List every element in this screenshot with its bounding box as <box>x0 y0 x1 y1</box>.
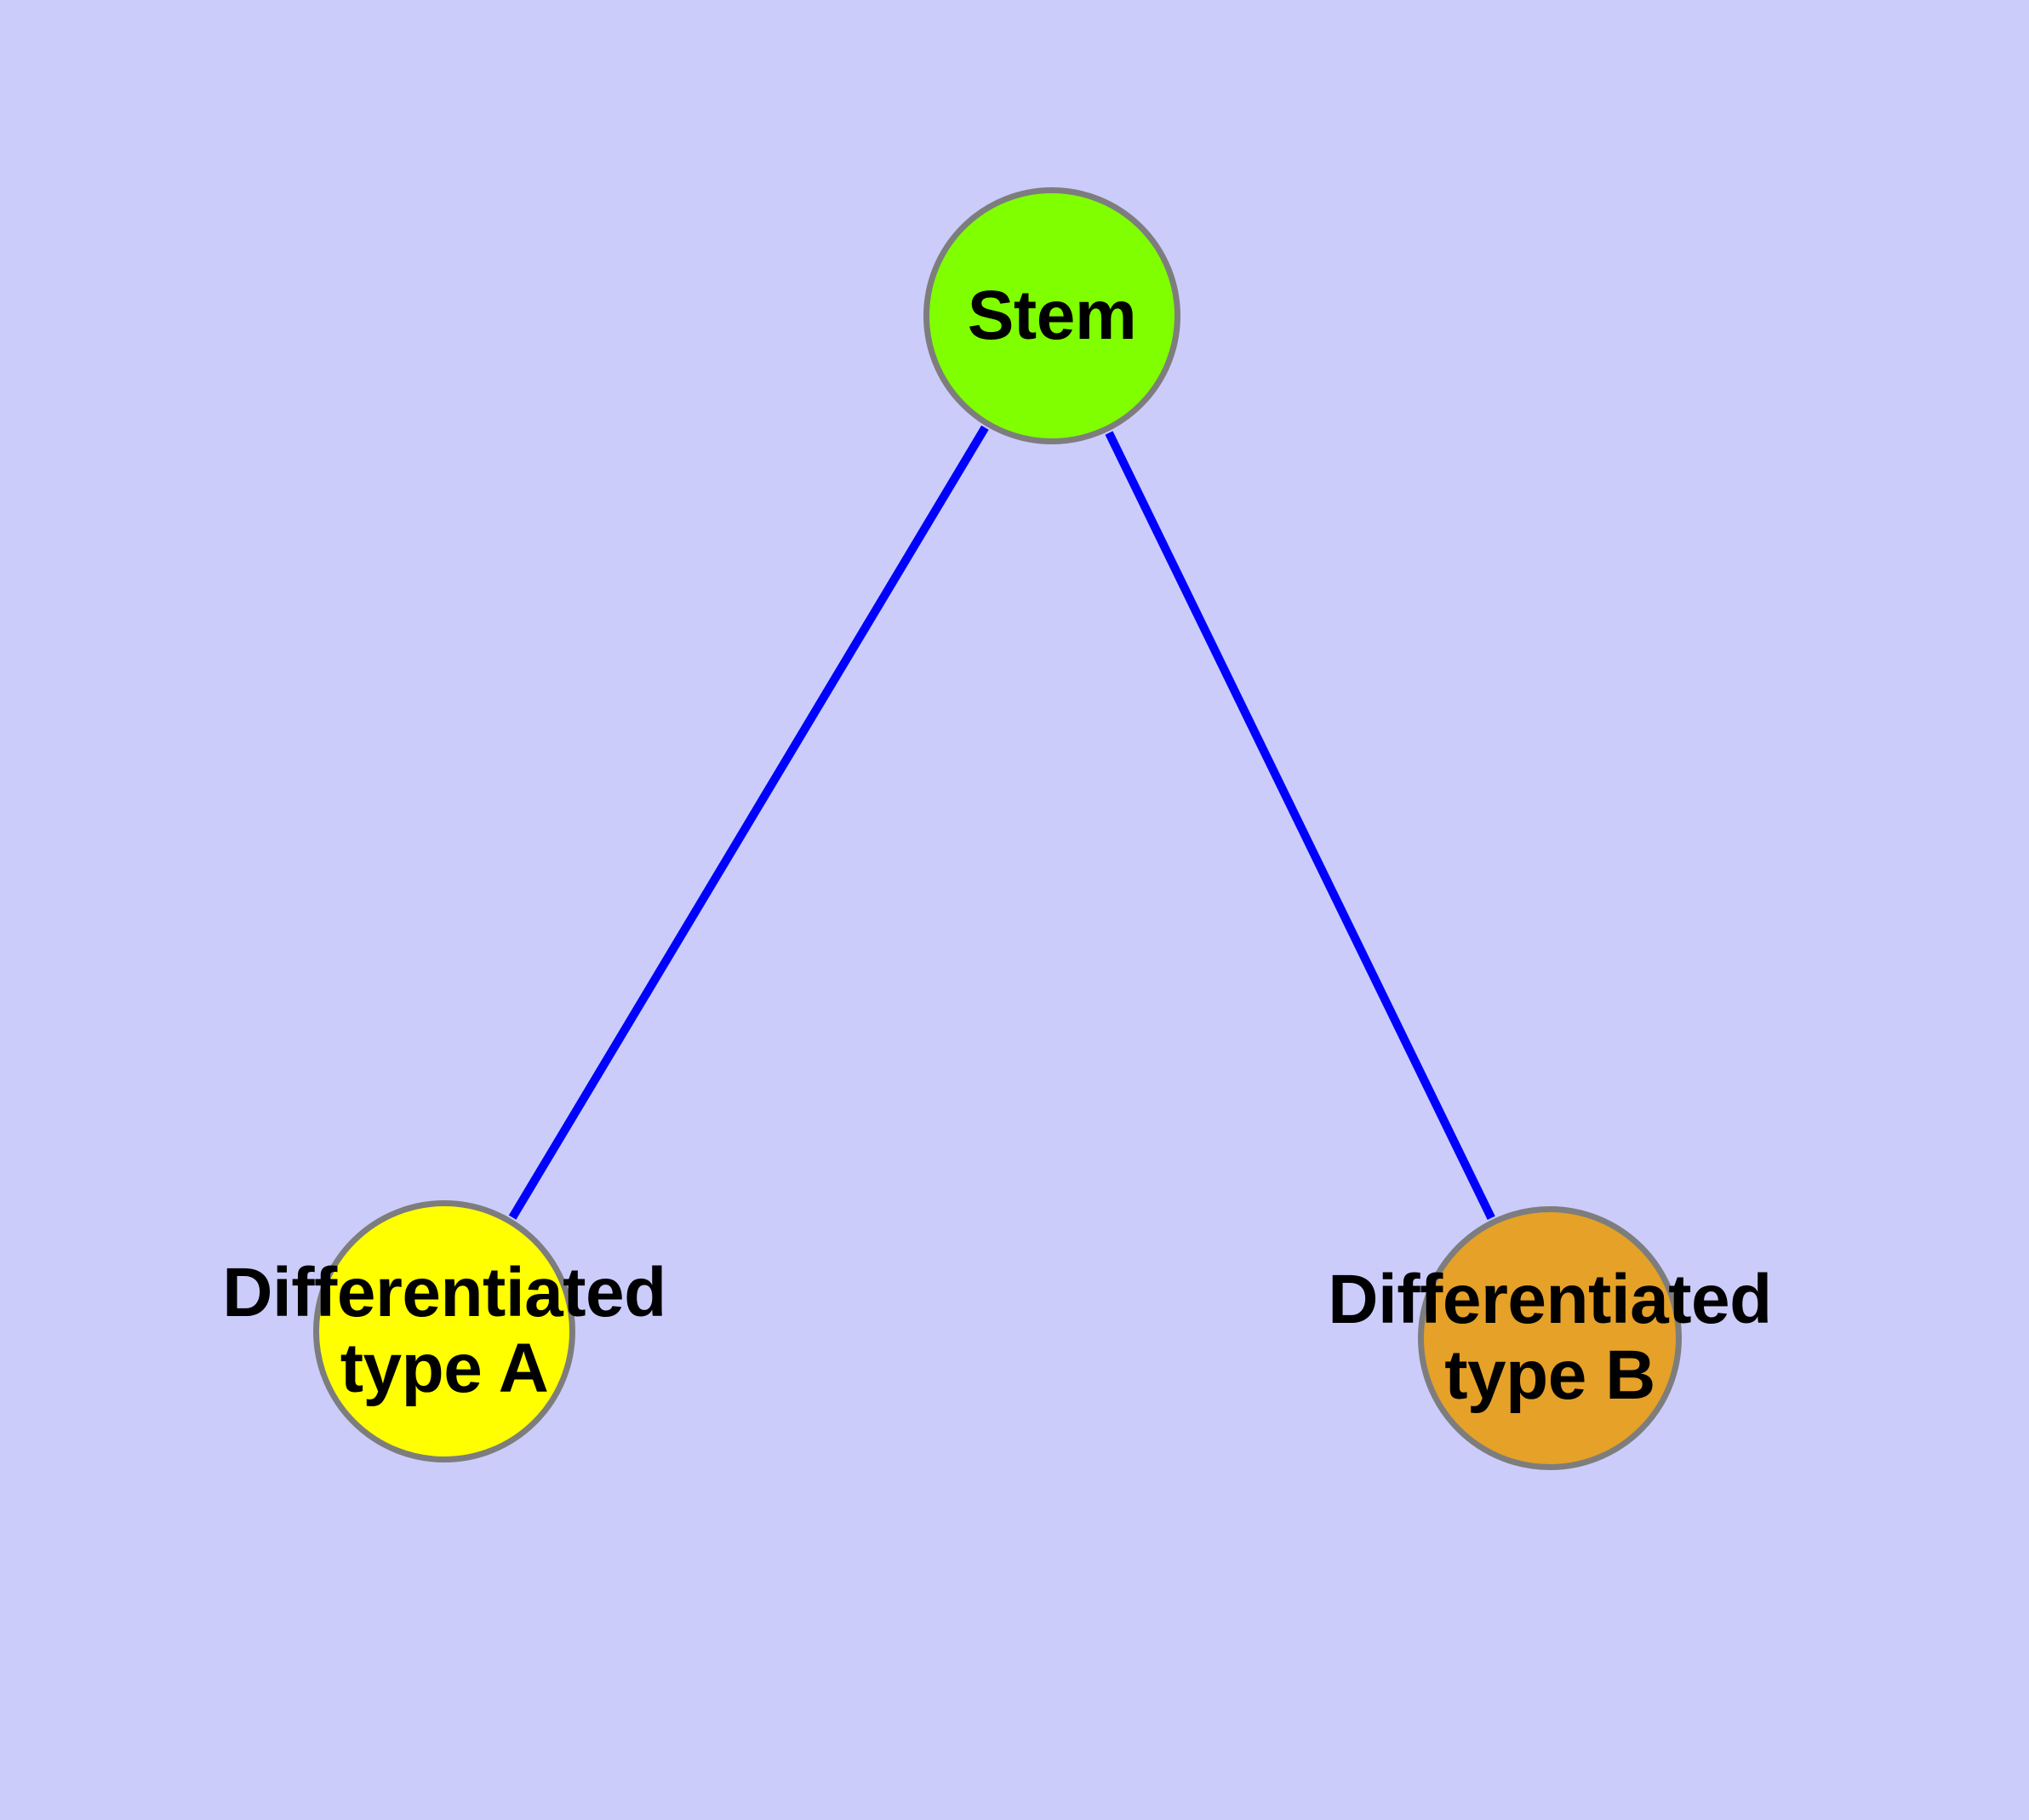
graph-node-stem[interactable] <box>923 187 1180 444</box>
graph-edge <box>1105 431 1495 1221</box>
graph-node-diff-b[interactable] <box>1418 1206 1682 1470</box>
graph-edge <box>508 425 989 1220</box>
graph-node-diff-a[interactable] <box>313 1200 575 1462</box>
